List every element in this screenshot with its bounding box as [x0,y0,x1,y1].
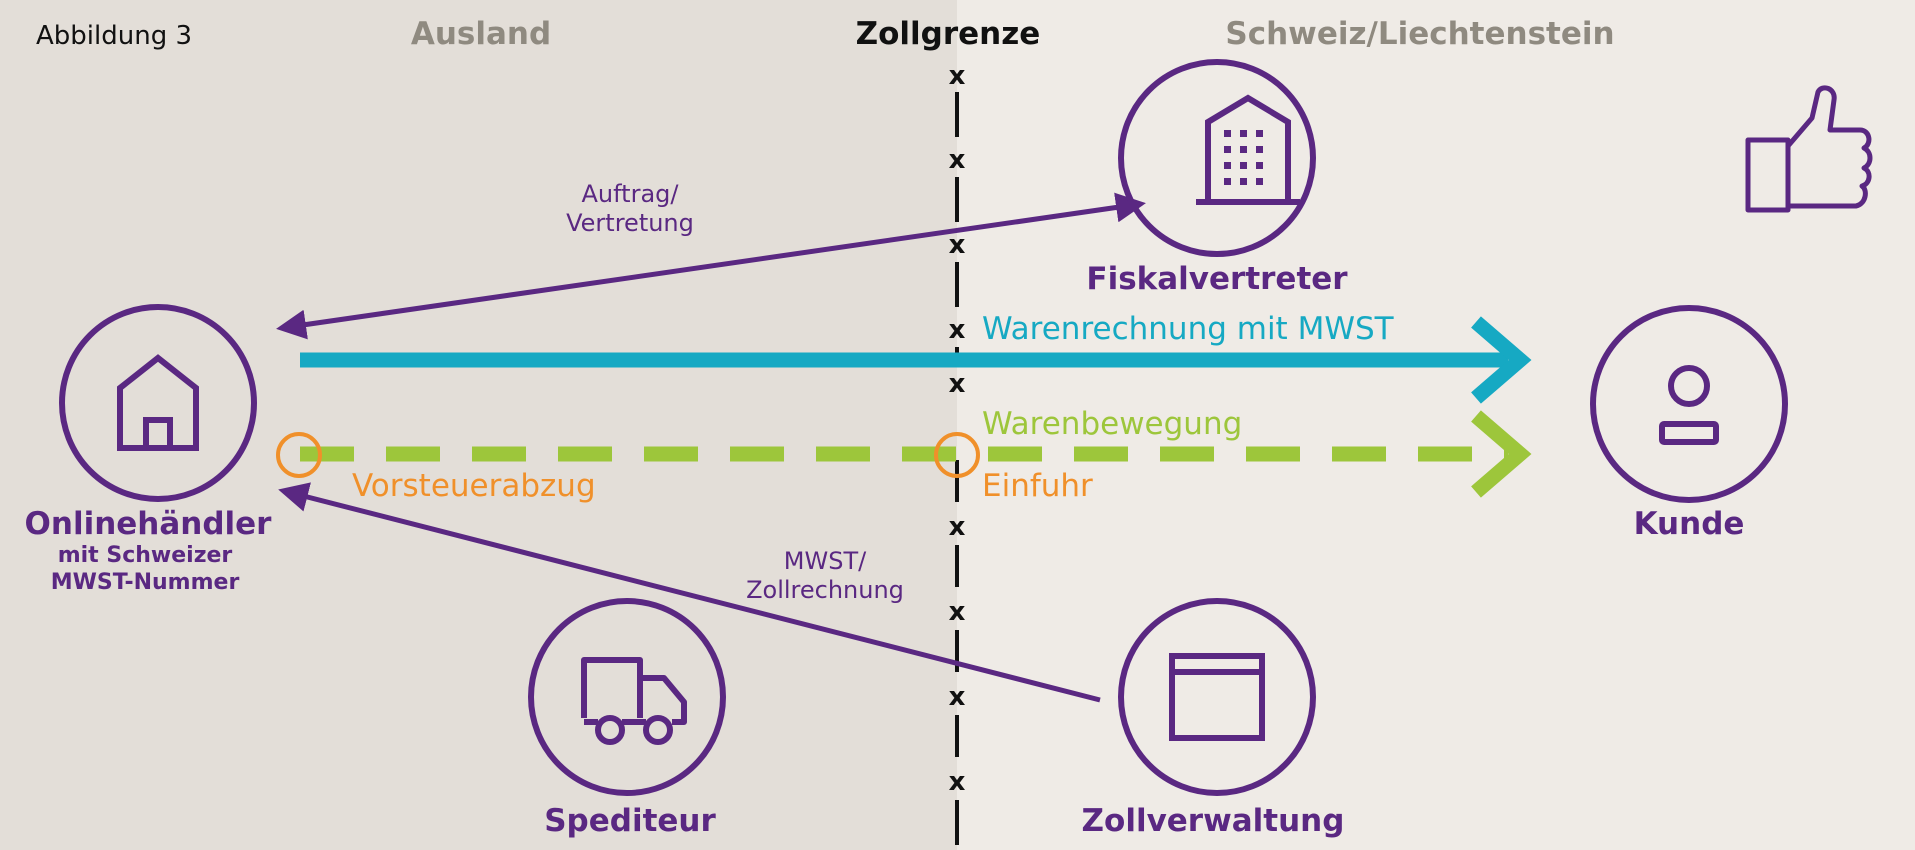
border-label: Zollgrenze [856,16,1041,52]
vat-customs-bill-arrow [278,482,1101,703]
online-merchant-node: Onlinehändler mit Schweizer MWST-Nummer [25,304,273,595]
import-marker [934,432,980,478]
thumbs-up-icon [1745,85,1873,213]
customs-node: Zollverwaltung [1082,598,1345,839]
goods-movement-label: Warenbewegung [982,406,1242,442]
customer-node: Kunde [1590,305,1788,542]
document-window-icon [1169,653,1265,741]
border-marker: x [949,230,966,260]
delivery-truck-icon [581,657,687,745]
goods-movement-arrow [300,410,1532,498]
border-marker: x [949,145,966,175]
vat-customs-bill-label-line2: Zollrechnung [746,576,904,604]
fiscal-representative-node: Fiskalvertreter [1086,59,1348,297]
invoice-arrow [300,316,1532,404]
office-building-icon [1196,94,1300,205]
border-marker: x [949,315,966,345]
import-label: Einfuhr [982,468,1093,504]
border-marker: x [949,369,966,399]
house-icon [117,354,199,451]
border-marker: x [949,767,966,797]
foreign-region-background [0,0,957,850]
border-marker: x [949,682,966,712]
person-icon [1659,365,1719,445]
online-merchant-name: Onlinehändler [25,506,273,542]
online-merchant-subtitle-line2: MWST-Nummer [51,570,240,595]
vat-customs-bill-label-line1: MWST/ [784,547,867,575]
online-merchant-subtitle-line1: mit Schweizer [58,543,233,568]
input-tax-marker [276,432,322,478]
mandate-arrow [276,192,1146,340]
mandate-label-line2: Vertretung [566,209,694,237]
region-label-foreign: Ausland [411,16,551,52]
invoice-label: Warenrechnung mit MWST [982,311,1395,347]
figure-label: Abbildung 3 [36,21,192,51]
input-tax-label: Vorsteuerabzug [352,468,596,504]
fiscal-representative-name: Fiskalvertreter [1086,261,1348,297]
region-label-domestic: Schweiz/Liechtenstein [1225,16,1614,52]
mandate-label-line1: Auftrag/ [582,180,680,208]
forwarder-node: Spediteur [528,598,726,839]
forwarder-name: Spediteur [544,803,716,839]
customs-name: Zollverwaltung [1082,803,1345,839]
customer-name: Kunde [1634,506,1745,542]
border-marker: x [949,597,966,627]
border-marker: x [949,61,966,91]
border-marker: x [949,512,966,542]
